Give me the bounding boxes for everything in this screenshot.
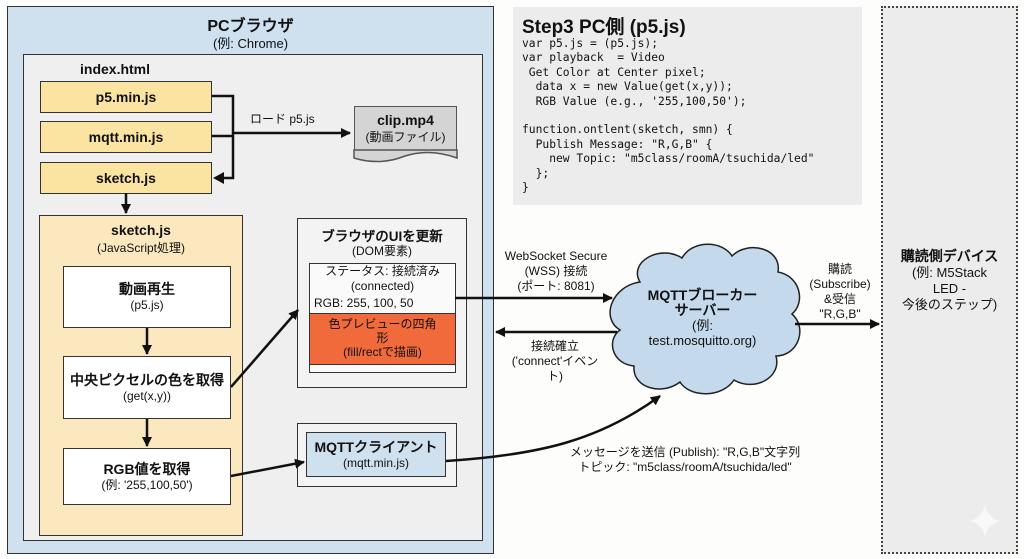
subscribe-label: 購読 (Subscribe) &受信 "R,G,B" bbox=[800, 262, 880, 322]
browser-title: PCブラウザ bbox=[207, 18, 294, 35]
arrowhead-to-sketch bbox=[213, 172, 224, 184]
subscriber-device-text: 購読側デバイス (例: M5Stack LED - 今後のステップ) bbox=[881, 248, 1018, 313]
step-video-playback: 動画再生 (p5.js) bbox=[63, 266, 231, 328]
device-line: (例: M5Stack bbox=[911, 265, 988, 280]
step-get-center-pixel: 中央ピクセルの色を取得 (get(x,y)) bbox=[63, 356, 231, 419]
sketch-title: sketch.js bbox=[111, 222, 171, 238]
mqtt-client-title: MQTTクライアント bbox=[314, 439, 438, 455]
broker-subtitle: サーバー bbox=[674, 302, 731, 318]
connect-line: ト) bbox=[547, 369, 563, 383]
script-p5-min: p5.min.js bbox=[40, 81, 212, 113]
script-mqtt-min: mqtt.min.js bbox=[40, 121, 212, 153]
step-detail: (get(x,y)) bbox=[123, 388, 171, 403]
wss-line: (WSS) 接続 bbox=[524, 264, 588, 278]
code-line: }; bbox=[522, 166, 550, 180]
wss-line: WebSocket Secure bbox=[504, 249, 608, 263]
pixel-to-ui-arrow bbox=[230, 309, 299, 388]
code-line: var p5.js = (p5.js); bbox=[522, 37, 659, 50]
code-line: var playback = Video bbox=[522, 51, 665, 65]
clip-wavy-bottom bbox=[353, 149, 458, 163]
script-sketch: sketch.js bbox=[40, 162, 212, 194]
wss-label: WebSocket Secure (WSS) 接続 (ポート: 8081) bbox=[496, 249, 616, 294]
code-panel-title: Step3 PC側 (p5.js) bbox=[522, 17, 686, 38]
step-get-rgb: RGB値を取得 (例: '255,100,50') bbox=[63, 448, 231, 505]
index-html-label: index.html bbox=[80, 61, 151, 77]
load-arrow-label: ロード p5.js bbox=[250, 112, 315, 126]
subscribe-line: (Subscribe) bbox=[809, 277, 871, 291]
code-line: Get Color at Center pixel; bbox=[522, 65, 706, 79]
mqtt-client-subtitle: (mqtt.min.js) bbox=[343, 456, 409, 470]
connect-event-label: 接続確立 ('connect'イベン ト) bbox=[495, 339, 615, 384]
step-title: RGB値を取得 bbox=[103, 460, 191, 477]
preview-line: (fill/rectで描画) bbox=[343, 345, 422, 359]
code-line: } bbox=[522, 181, 529, 195]
sparkle-icon bbox=[970, 505, 1000, 537]
subscribe-line: 購読 bbox=[827, 262, 852, 276]
code-line: new Topic: "m5class/roomA/tsuchida/led" bbox=[522, 152, 815, 166]
publish-label: メッセージを送信 (Publish): "R,G,B"文字列 トピック: "m5… bbox=[535, 445, 835, 475]
code-snippet: var p5.js = (p5.js);var playback = Video… bbox=[522, 37, 814, 195]
device-line: LED - bbox=[932, 281, 967, 296]
publish-line: トピック: "m5class/roomA/tsuchida/led" bbox=[578, 460, 792, 474]
preview-line: 色プレビューの四角 bbox=[328, 317, 437, 331]
code-line: function.ontlent(sketch, smn) { bbox=[522, 123, 733, 137]
connect-line: 接続確立 bbox=[530, 339, 579, 353]
rgb-readout: RGB: 255, 100, 50 bbox=[314, 296, 414, 310]
step-title: 動画再生 bbox=[119, 281, 175, 297]
preview-line: 形 bbox=[376, 331, 389, 345]
code-panel bbox=[513, 7, 862, 205]
step-title: 中央ピクセルの色を取得 bbox=[70, 371, 224, 388]
status-text: ステータス: 接続済み (connected) bbox=[311, 264, 454, 294]
publish-arrow bbox=[445, 394, 661, 463]
step-detail: (例: '255,100,50') bbox=[101, 477, 193, 492]
subscriber-device-box bbox=[881, 6, 1018, 554]
code-line: Publish Message: "R,G,B" { bbox=[522, 137, 713, 151]
sketch-subtitle: (JavaScript処理) bbox=[96, 241, 185, 255]
subscribe-line: &受信 bbox=[823, 292, 856, 306]
mqtt-broker-cloud bbox=[609, 243, 801, 395]
subscribe-line: "R,G,B" bbox=[819, 307, 861, 321]
wss-line: (ポート: 8081) bbox=[517, 279, 595, 293]
code-line: RGB Value (e.g., '255,100,50'); bbox=[522, 94, 747, 108]
connect-line: ('connect'イベン bbox=[511, 354, 599, 368]
rgb-to-mqtt-arrow bbox=[230, 458, 305, 478]
clip-desc: (動画ファイル) bbox=[365, 130, 446, 144]
status-line: (connected) bbox=[350, 279, 415, 293]
step-detail: (p5.js) bbox=[130, 298, 164, 312]
publish-line: メッセージを送信 (Publish): "R,G,B"文字列 bbox=[569, 445, 801, 459]
code-line: data x = new Value(get(x,y)); bbox=[522, 80, 733, 94]
mqtt-client-box: MQTTクライアント (mqtt.min.js) bbox=[306, 432, 446, 477]
browser-subtitle: (例: Chrome) bbox=[212, 36, 289, 51]
device-title: 購読側デバイス bbox=[900, 248, 999, 264]
clip-name: clip.mp4 bbox=[377, 112, 434, 128]
broker-title: MQTTブローカー bbox=[647, 287, 758, 303]
device-line: 今後のステップ) bbox=[901, 297, 998, 312]
ui-update-subtitle: (DOM要素) bbox=[352, 244, 412, 258]
status-line: ステータス: 接続済み bbox=[325, 264, 440, 278]
broker-example: (例: bbox=[692, 318, 713, 333]
ui-update-title: ブラウザのUIを更新 bbox=[321, 229, 443, 244]
broker-label: MQTTブローカー サーバー (例: test.mosquitto.org) bbox=[610, 287, 795, 349]
script-bracket-connector bbox=[212, 94, 235, 180]
clip-mp4-file: clip.mp4 (動画ファイル) bbox=[354, 106, 457, 152]
broker-host: test.mosquitto.org) bbox=[648, 333, 757, 348]
color-preview-rect: 色プレビューの四角 形 (fill/rectで描画) bbox=[309, 313, 456, 365]
